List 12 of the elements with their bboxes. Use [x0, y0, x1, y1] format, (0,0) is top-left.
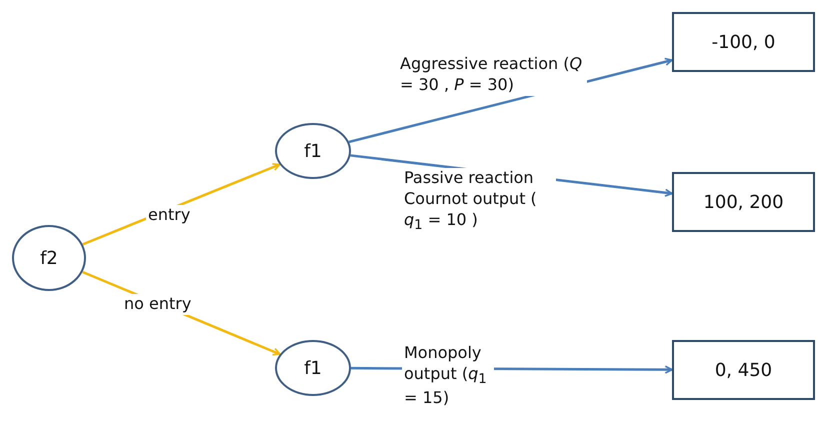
payoff-box — [672, 12, 815, 72]
node-label: f1 — [304, 358, 322, 378]
node-label: 0, 450 — [714, 360, 772, 380]
payoff-box — [672, 340, 815, 400]
node-label: f2 — [40, 248, 58, 268]
edge-label: Aggressive reaction (Q = 30 , P = 30) — [398, 54, 587, 96]
edge-label: no entry — [122, 294, 194, 315]
node-label: -100, 0 — [712, 32, 776, 52]
node-label: 100, 200 — [703, 192, 784, 212]
node-label: f1 — [304, 140, 322, 162]
payoff-box — [672, 172, 815, 232]
edge-label: entry — [146, 205, 192, 226]
